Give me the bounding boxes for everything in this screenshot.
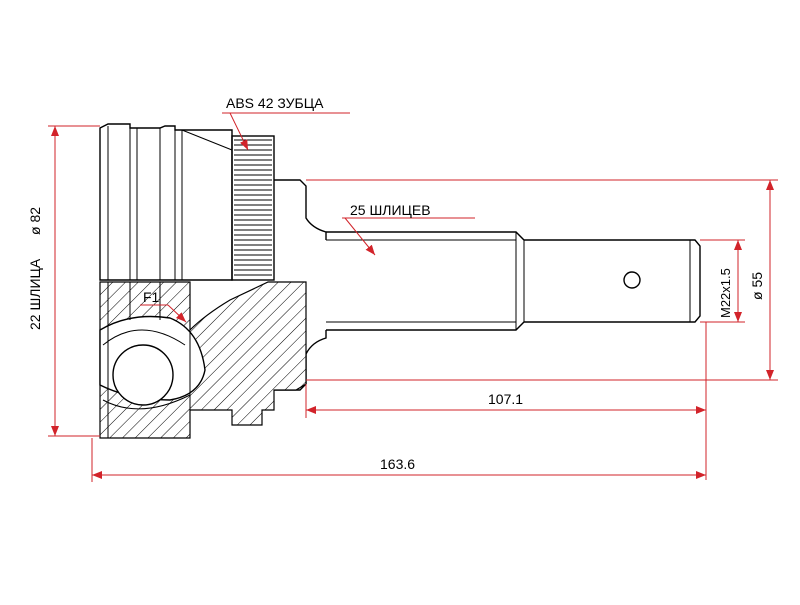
label-dia55: ø 55 — [749, 272, 765, 300]
label-spline-shaft: 25 ШЛИЦЕВ — [350, 202, 431, 218]
dimensions — [48, 112, 778, 482]
neck-upper — [274, 179, 327, 240]
cotter-hole — [623, 271, 641, 289]
cv-joint-part — [99, 123, 701, 439]
label-abs: ABS 42 ЗУБЦА — [226, 95, 324, 111]
text-labels: ABS 42 ЗУБЦА 25 ШЛИЦЕВ F1 22 ШЛИЦА ø 82 … — [27, 95, 765, 472]
leader-abs — [225, 112, 249, 151]
ball — [112, 344, 174, 406]
housing-upper — [99, 123, 233, 281]
housing-lower-section — [99, 281, 307, 439]
label-spline-inner: 22 ШЛИЦА — [27, 258, 43, 330]
label-f1: F1 — [143, 289, 160, 305]
label-len-total: 163.6 — [380, 456, 415, 472]
label-dia82: ø 82 — [27, 207, 43, 235]
leader-f1 — [167, 304, 187, 323]
label-len-shaft: 107.1 — [488, 391, 523, 407]
leader-spline-shaft — [344, 217, 376, 256]
abs-ring — [231, 135, 275, 281]
shaft — [326, 231, 701, 331]
label-thread: M22x1.5 — [718, 268, 733, 318]
